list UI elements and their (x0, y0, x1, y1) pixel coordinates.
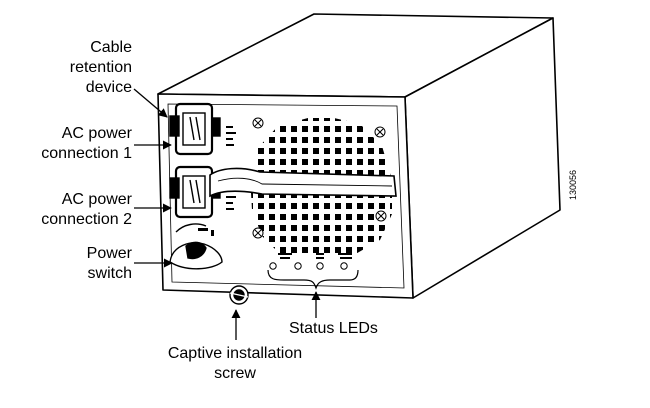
power-switch-graphic (169, 223, 223, 270)
status-led-labels (278, 253, 352, 259)
front-screws (252, 117, 387, 239)
label-ac-power-connection-2: AC power connection 2 (41, 191, 132, 228)
label-cable-retention-device: Cable retention device (69, 39, 132, 96)
status-leds-graphic (269, 262, 348, 270)
figure-number: 130056 (568, 169, 578, 200)
leader-lines (133, 88, 321, 340)
carry-handle (209, 167, 397, 198)
ac-connector-1-labels (226, 126, 236, 146)
status-leds-bracket (267, 269, 359, 290)
label-status-leds: Status LEDs (289, 320, 378, 337)
ac-connector-1 (169, 102, 221, 156)
front-bevel (167, 103, 405, 289)
captive-screw-graphic (229, 285, 249, 305)
leader-cable-retention (133, 88, 168, 118)
label-ac-power-connection-1: AC power connection 1 (41, 125, 132, 162)
label-power-switch: Power switch (86, 245, 132, 282)
label-captive-installation-screw: Captive installation screw (167, 345, 303, 382)
